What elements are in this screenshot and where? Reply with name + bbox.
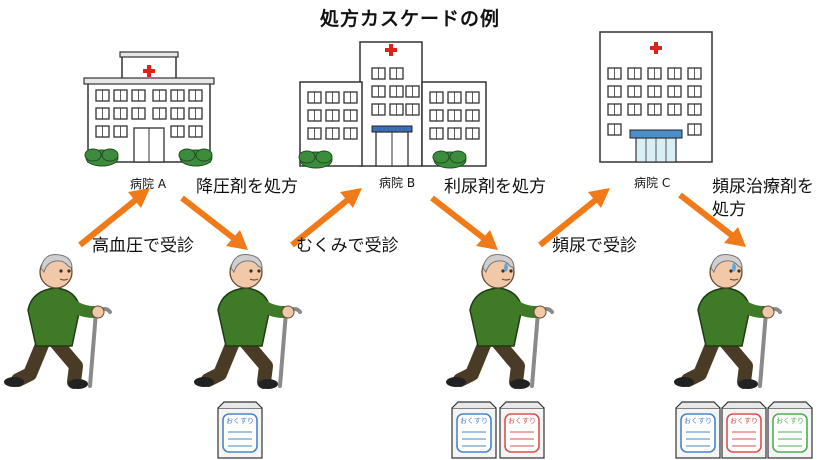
prescription-label-3: 頻尿治療剤を 処方	[712, 176, 814, 222]
prescription-label-3-line1: 頻尿治療剤を	[712, 177, 814, 197]
arrow-down-right-icon	[430, 195, 498, 250]
medicine-bag-label: おくすり	[460, 417, 488, 425]
elderly-person-2-icon	[194, 255, 300, 389]
medicine-bag-red-icon	[721, 401, 767, 459]
hospital-c-icon	[599, 31, 713, 163]
elderly-person-1-icon	[4, 255, 110, 389]
arrow-up-right-icon	[290, 188, 362, 248]
arrow-down-right-icon	[678, 192, 746, 247]
medicine-bag-label: おくすり	[730, 417, 758, 425]
prescription-label-1: 降圧剤を処方	[196, 177, 298, 197]
medicine-bag-label: おくすり	[776, 417, 804, 425]
arrow-up-right-icon	[538, 188, 610, 248]
medicine-bag-blue-icon	[217, 401, 263, 459]
hospital-a-icon	[83, 51, 215, 167]
prescription-label-2: 利尿剤を処方	[444, 177, 546, 197]
hospital-b-icon	[298, 41, 487, 169]
medicine-bag-label: おくすり	[508, 417, 536, 425]
medicine-bag-green-icon	[767, 401, 813, 459]
arrow-up-right-icon	[78, 188, 150, 248]
elderly-person-4-icon	[674, 255, 780, 389]
sweat-drop-icon	[504, 262, 508, 272]
medicine-bag-blue-icon	[675, 401, 721, 459]
arrow-down-right-icon	[180, 195, 248, 250]
medicine-bag-label: おくすり	[684, 417, 712, 425]
prescription-label-3-line2: 処方	[712, 200, 746, 220]
medicine-bag-red-icon	[499, 401, 545, 459]
elderly-person-3-icon	[446, 255, 552, 389]
sweat-drop-icon	[732, 262, 736, 272]
diagram-title: 処方カスケードの例	[319, 8, 500, 30]
medicine-bag-blue-icon	[451, 401, 497, 459]
hospital-a-label: 病院 A	[130, 177, 167, 191]
visit-label-3: 頻尿で受診	[552, 236, 637, 256]
medicine-bag-label: おくすり	[226, 417, 254, 425]
visit-label-1: 高血圧で受診	[92, 236, 194, 256]
visit-label-2: むくみで受診	[296, 236, 399, 256]
hospital-b-label: 病院 B	[379, 176, 416, 190]
hospital-c-label: 病院 C	[634, 176, 671, 190]
